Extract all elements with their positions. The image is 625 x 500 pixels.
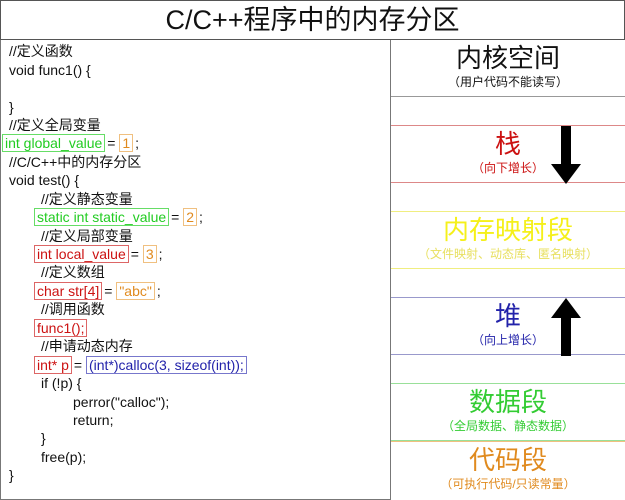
region-name: 堆 — [494, 301, 521, 331]
code-text: void func1() { — [9, 61, 91, 78]
code-text: = — [73, 356, 86, 373]
code-text: void test() { — [9, 172, 80, 189]
code-text: = — [130, 246, 143, 263]
code-line: } — [1, 466, 390, 484]
code-text: if (!p) { — [41, 375, 82, 392]
code-text: } — [9, 98, 14, 115]
arrow-down-icon — [551, 126, 581, 184]
highlighted-code: "abc" — [116, 281, 155, 300]
code-line: //调用函数 — [1, 300, 390, 318]
code-text: free(p); — [41, 448, 87, 465]
code-line: perror("calloc"); — [1, 392, 390, 410]
region-name: 内存映射段 — [442, 215, 573, 245]
highlighted-code: 2 — [183, 208, 198, 227]
region-note: （向下增长） — [471, 161, 544, 175]
code-text: //申请动态内存 — [41, 338, 133, 355]
code-line: //定义局部变量 — [1, 226, 390, 244]
code-text: //定义数组 — [41, 264, 105, 281]
region-note: （用户代码不能读写） — [447, 75, 568, 89]
code-text: = — [107, 135, 120, 152]
code-line — [1, 79, 390, 97]
code-text: //调用函数 — [41, 301, 105, 318]
highlighted-code: char str[4] — [34, 281, 103, 300]
memory-region: 栈 （向下增长） — [391, 125, 625, 184]
code-line: free(p); — [1, 448, 390, 466]
code-line: int* p= (int*)calloc(3, sizeof(int)); — [1, 355, 390, 374]
highlighted-code: static int static_value — [34, 208, 170, 227]
code-text: } — [9, 467, 14, 484]
code-line: void func1() { — [1, 60, 390, 78]
region-note: （可执行代码/只读常量） — [440, 477, 576, 491]
code-line: //定义静态变量 — [1, 190, 390, 208]
code-line: //申请动态内存 — [1, 337, 390, 355]
code-text: return; — [73, 411, 114, 428]
page-title: C/C++程序中的内存分区 — [0, 0, 625, 40]
region-name: 内核空间 — [455, 43, 560, 73]
memory-layout-diagram: 内核空间 （用户代码不能读写） 栈 （向下增长） 内存映射段 （文件映射、动态库、匿名映射… — [391, 40, 625, 500]
code-text: ; — [135, 135, 140, 152]
code-line: int local_value= 3; — [1, 245, 390, 264]
code-text: ; — [156, 282, 161, 299]
code-line: void test() { — [1, 171, 390, 189]
memory-region: 内存映射段 （文件映射、动态库、匿名映射） — [391, 211, 625, 269]
code-line: } — [1, 429, 390, 447]
highlighted-code: func1(); — [34, 318, 88, 337]
region-name: 栈 — [494, 129, 521, 159]
code-text: ; — [158, 246, 163, 263]
code-text: //定义全局变量 — [9, 116, 101, 133]
code-line: //定义函数 — [1, 42, 390, 60]
highlighted-code: int global_value — [2, 134, 106, 153]
code-text: //定义函数 — [9, 43, 73, 60]
memory-region: 堆 （向上增长） — [391, 297, 625, 356]
code-line: int global_value= 1; — [1, 134, 390, 153]
code-line: //C/C++中的内存分区 — [1, 153, 390, 171]
code-line: char str[4]= "abc"; — [1, 281, 390, 300]
highlighted-code: (int*)calloc(3, sizeof(int)); — [86, 355, 247, 374]
highlighted-code: 3 — [142, 245, 157, 264]
code-text: } — [41, 430, 46, 447]
code-line: func1(); — [1, 318, 390, 337]
code-line: return; — [1, 411, 390, 429]
highlighted-code: int* p — [34, 355, 72, 374]
memory-region: 内核空间 （用户代码不能读写） — [391, 40, 625, 97]
code-text: = — [171, 209, 184, 226]
region-note: （全局数据、静态数据） — [441, 419, 574, 433]
code-text: //C/C++中的内存分区 — [9, 153, 142, 170]
code-line: if (!p) { — [1, 374, 390, 392]
code-line: } — [1, 97, 390, 115]
code-line: static int static_value= 2; — [1, 208, 390, 227]
code-text: //定义局部变量 — [41, 227, 133, 244]
highlighted-code: 1 — [119, 134, 134, 153]
memory-region: 代码段 （可执行代码/只读常量） — [391, 441, 625, 500]
code-text: perror("calloc"); — [73, 393, 170, 410]
code-line: //定义数组 — [1, 263, 390, 281]
region-note: （文件映射、动态库、匿名映射） — [417, 247, 598, 261]
code-line: //定义全局变量 — [1, 116, 390, 134]
code-text: //定义静态变量 — [41, 190, 133, 207]
code-text: = — [104, 282, 117, 299]
memory-region: 数据段 （全局数据、静态数据） — [391, 383, 625, 441]
highlighted-code: int local_value — [34, 245, 129, 264]
arrow-up-icon — [551, 298, 581, 356]
code-text: ; — [199, 209, 203, 226]
region-note: （向上增长） — [471, 333, 544, 347]
region-name: 数据段 — [468, 387, 547, 417]
region-name: 代码段 — [468, 445, 547, 475]
